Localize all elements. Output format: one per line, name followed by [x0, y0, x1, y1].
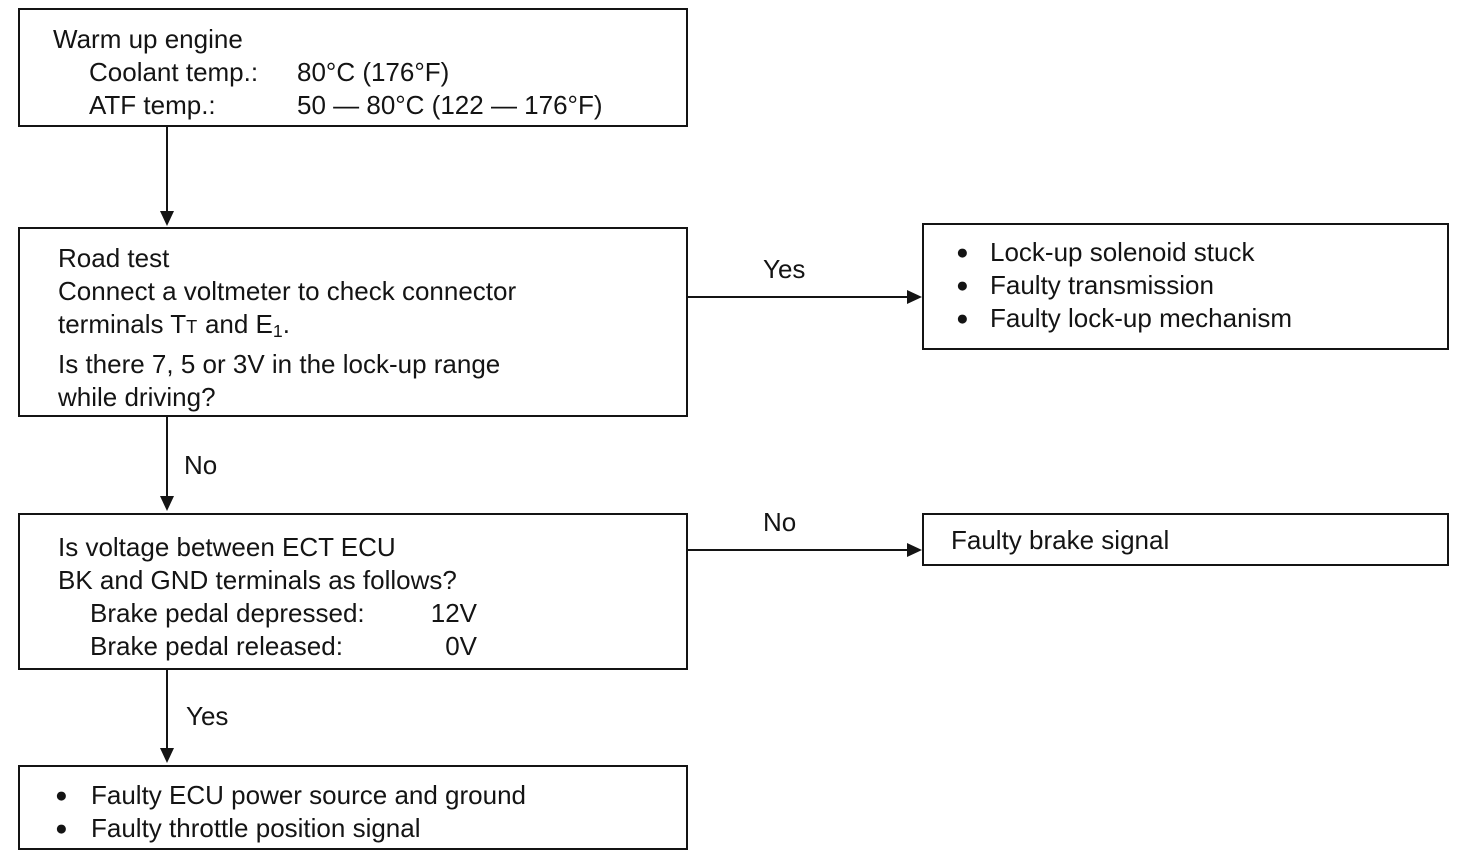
road-test-line3: terminals TT and E1.: [58, 308, 672, 348]
arrowhead-right-lockup-faults: [907, 290, 922, 304]
flow-node-brake-fault: Faulty brake signal: [922, 513, 1449, 566]
ecu-fault-2: Faulty throttle position signal: [91, 813, 421, 843]
connector-line-roadtest-no: [166, 417, 168, 498]
brake-depressed-label: Brake pedal depressed:: [90, 598, 365, 628]
brake-depressed-row: Brake pedal depressed: 12V: [58, 597, 672, 630]
brake-check-line2: BK and GND terminals as follows?: [58, 565, 457, 595]
coolant-temp-label: Coolant temp.:: [89, 57, 259, 87]
terminal-tt-subscript: T: [186, 317, 198, 337]
edge-label-yes-1: Yes: [763, 254, 806, 284]
arrowhead-down-roadtest: [160, 211, 174, 226]
flow-node-brake-check: Is voltage between ECT ECU BK and GND te…: [18, 513, 688, 670]
road-test-line4: Is there 7, 5 or 3V in the lock-up range: [58, 348, 501, 379]
atf-temp-label: ATF temp.:: [89, 90, 216, 120]
edge-label-yes-2: Yes: [186, 701, 229, 731]
bullet-icon: ●: [956, 241, 969, 264]
atf-temp-value: 50 — 80°C (122 — 176°F): [297, 90, 603, 120]
edge-label-no-1: No: [184, 450, 218, 480]
brake-released-label: Brake pedal released:: [90, 631, 343, 661]
text-segment: terminals T: [58, 309, 187, 339]
brake-released-row: Brake pedal released: 0V: [58, 630, 672, 663]
coolant-temp-value: 80°C (176°F): [297, 57, 450, 87]
text-segment: and E: [197, 309, 273, 339]
flow-node-lockup-faults: ● Lock-up solenoid stuck ● Faulty transm…: [922, 223, 1449, 350]
flow-node-road-test: Road test Connect a voltmeter to check c…: [18, 227, 688, 417]
arrowhead-down-ecu-faults: [160, 748, 174, 763]
list-item: ● Faulty ECU power source and ground: [55, 779, 676, 812]
brake-released-value: 0V: [445, 631, 477, 661]
road-test-line2: Connect a voltmeter to check connector: [58, 276, 517, 306]
list-item: ● Faulty transmission: [956, 269, 1437, 302]
atf-temp-row: ATF temp.: 50 — 80°C (122 — 176°F): [53, 89, 676, 122]
warm-up-title: Warm up engine: [53, 24, 243, 54]
bullet-icon: ●: [55, 817, 68, 840]
list-item: ● Lock-up solenoid stuck: [956, 236, 1437, 269]
terminal-e1-subscript: 1: [272, 320, 283, 341]
brake-depressed-value: 12V: [430, 598, 477, 628]
connector-line-roadtest-yes: [688, 296, 909, 298]
list-item: ● Faulty throttle position signal: [55, 812, 676, 845]
flow-node-warm-up-engine: Warm up engine Coolant temp.: 80°C (176°…: [18, 8, 688, 127]
connector-line-brakecheck-no: [688, 549, 909, 551]
bullet-icon: ●: [956, 274, 969, 297]
coolant-temp-row: Coolant temp.: 80°C (176°F): [53, 56, 676, 89]
bullet-icon: ●: [956, 307, 969, 330]
flow-node-ecu-faults: ● Faulty ECU power source and ground ● F…: [18, 765, 688, 850]
lockup-fault-1: Lock-up solenoid stuck: [990, 237, 1255, 267]
lockup-fault-3: Faulty lock-up mechanism: [990, 303, 1292, 333]
bullet-icon: ●: [55, 784, 68, 807]
connector-line-warmup-to-roadtest: [166, 127, 168, 213]
ecu-fault-1: Faulty ECU power source and ground: [91, 780, 527, 810]
brake-fault-text: Faulty brake signal: [951, 525, 1170, 555]
text-segment: .: [282, 309, 290, 339]
brake-check-line1: Is voltage between ECT ECU: [58, 532, 396, 562]
connector-line-brakecheck-yes: [166, 670, 168, 750]
lockup-fault-2: Faulty transmission: [990, 270, 1214, 300]
road-test-line5: while driving?: [58, 381, 216, 412]
arrowhead-down-brakecheck: [160, 496, 174, 511]
edge-label-no-2: No: [763, 507, 797, 537]
road-test-line1: Road test: [58, 243, 170, 273]
arrowhead-right-brake-fault: [907, 543, 922, 557]
list-item: ● Faulty lock-up mechanism: [956, 302, 1437, 335]
